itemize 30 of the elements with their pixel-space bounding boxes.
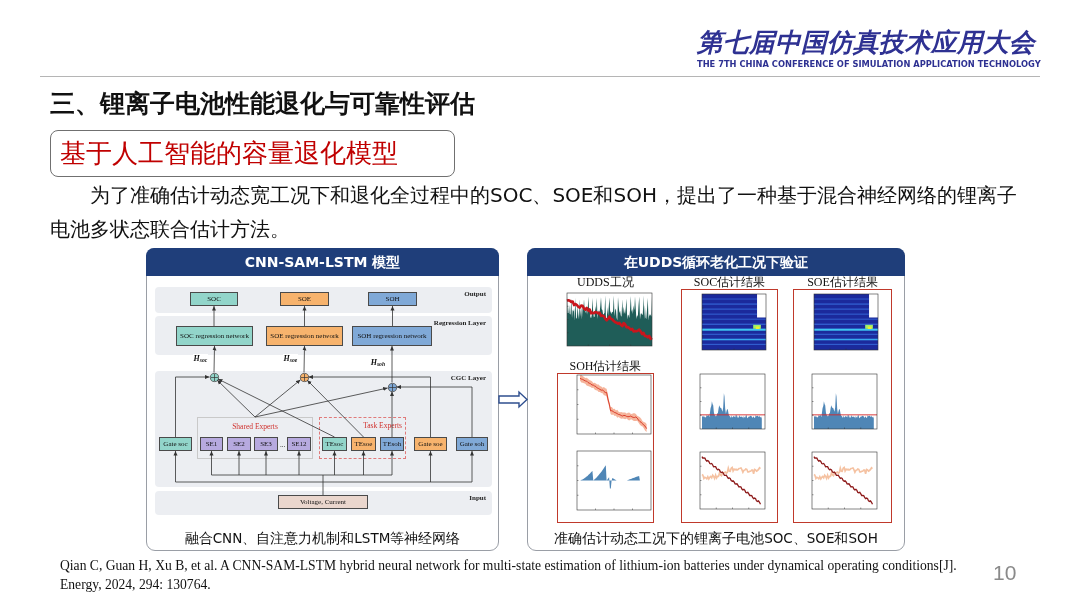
layer-band xyxy=(155,287,492,313)
edge-label: H$_{soe}$ xyxy=(282,354,299,365)
layer-band xyxy=(155,491,492,515)
expert-group-frame xyxy=(197,417,313,459)
body-paragraph: 为了准确估计动态宽工况下和退化全过程中的SOC、SOE和SOH，提出了一种基于混合神经网络的锂离子电池多状态联合估计方法。 xyxy=(50,182,1018,243)
panel-header: 在UDDS循环老化工况下验证 xyxy=(527,248,905,276)
chart-title: SOC估计结果 xyxy=(693,276,766,289)
edge-label: H$_{soc}$ xyxy=(192,354,209,365)
panel-card xyxy=(146,248,499,551)
page-number: 10 xyxy=(993,561,1017,585)
chart-title: UDDS工况 xyxy=(577,276,634,289)
expert-group-frame xyxy=(319,417,406,459)
panel-caption: 准确估计动态工况下的锂离子电池SOC、SOE和SOH xyxy=(554,529,878,547)
layer-band xyxy=(155,371,492,487)
hollow-arrow xyxy=(498,390,529,409)
citation-text: Qian C, Guan H, Xu B, et al. A CNN-SAM-LSTM hybrid neural network for multi-state estimation of lithium-ion batteries under dynamical operating conditions[J]. Energy, 2024, 294: 130764. xyxy=(60,557,958,594)
slide-title: 三、锂离子电池性能退化与可靠性评估 xyxy=(50,88,475,120)
plus-circle-icon xyxy=(387,382,397,392)
plus-circle-icon xyxy=(209,372,219,382)
conference-title: 第七届中国仿真技术应用大会 xyxy=(697,27,1035,57)
plus-circle-icon xyxy=(299,372,309,382)
connector-line xyxy=(175,474,473,496)
layer-band xyxy=(155,316,492,355)
panel-caption: 融合CNN、自注意力机制和LSTM等神经网络 xyxy=(184,529,461,547)
edge-label: H$_{soh}$ xyxy=(369,358,386,368)
panel-header: CNN-SAM-LSTM 模型 xyxy=(146,248,499,276)
chart-title: SOE估计结果 xyxy=(807,276,878,289)
subheading-frame: 基于人工智能的容量退化模型 xyxy=(50,130,455,177)
conference-subtitle: THE 7TH CHINA CONFERENCE OF SIMULATION APPLICATION TECHNOLOGY xyxy=(697,59,1041,69)
chart-title: SOH估计结果 xyxy=(569,360,642,373)
